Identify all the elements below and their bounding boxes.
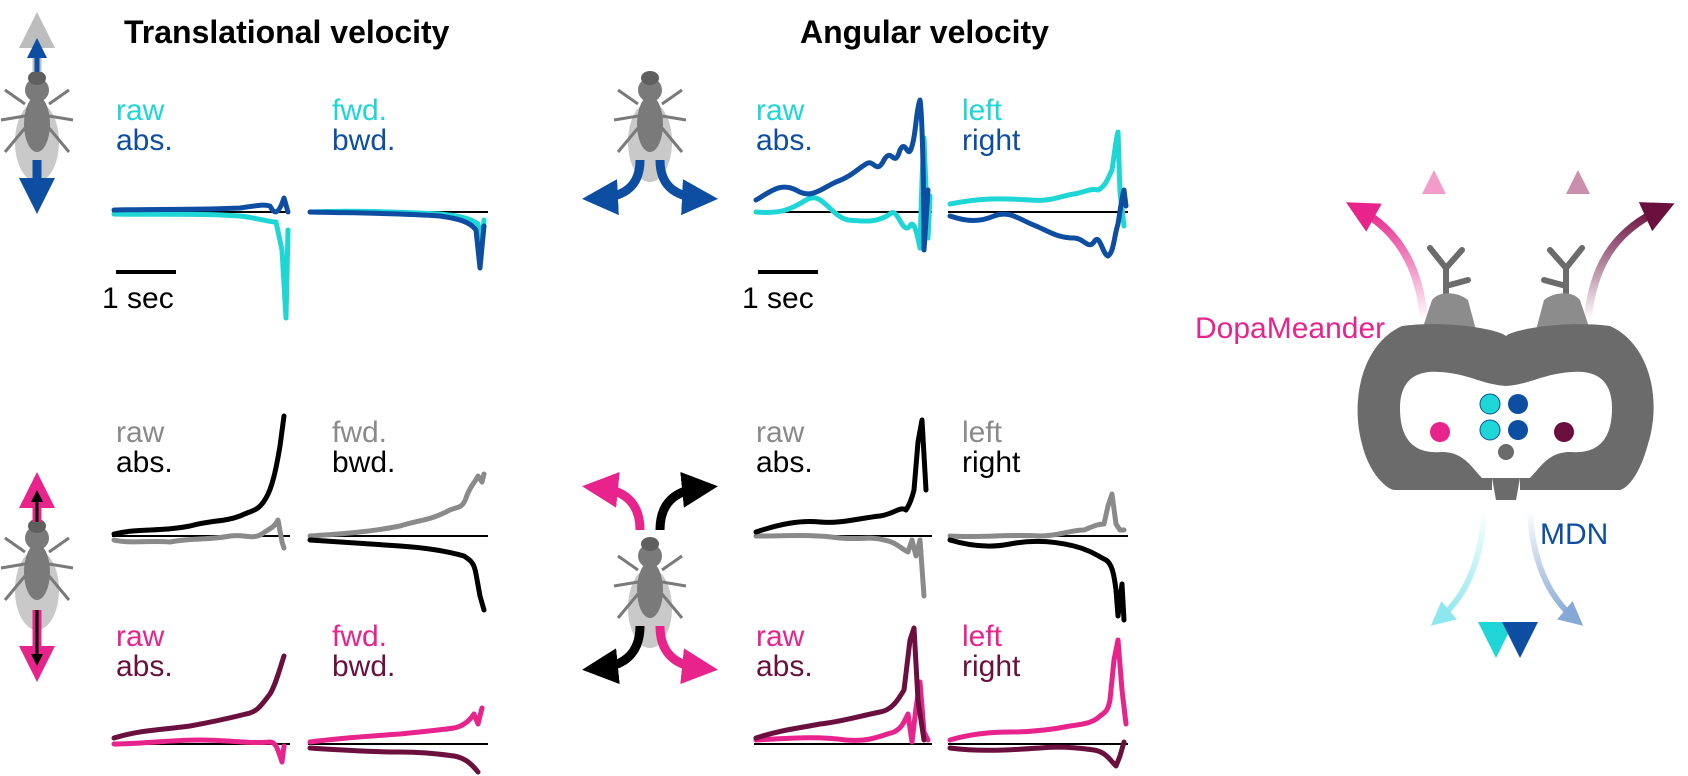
trace-bwd: [307, 537, 487, 613]
trace-right: [947, 739, 1127, 769]
legend-bwd: bwd.: [332, 650, 396, 683]
trace-abs: [753, 625, 927, 743]
brain-diagram-icon: [1345, 170, 1675, 658]
brain-lobe: [1536, 293, 1590, 330]
trace-left: [947, 637, 1129, 743]
brain-center: [1498, 444, 1514, 460]
legend-trans-raw-abs-row3: raw abs.: [116, 622, 173, 682]
legend-raw: raw: [756, 620, 805, 653]
legend-trans-fwd-bwd-row1: fwd. bwd.: [332, 96, 395, 156]
legend-abs: abs.: [116, 650, 173, 683]
trace-raw: [753, 533, 927, 599]
legend-left: left: [962, 620, 1003, 653]
legend-raw: raw: [116, 416, 165, 449]
neuron-dot-icon: [1554, 422, 1574, 442]
legend-fwd: fwd.: [332, 416, 388, 449]
fly-icon: [0, 71, 74, 182]
arrow-icon: [655, 471, 718, 531]
arrow-icon: [582, 625, 645, 685]
traces: [111, 97, 1129, 775]
legend-trans-raw-abs-row1: raw abs.: [116, 96, 173, 156]
legend-left: left: [962, 94, 1003, 127]
fly-icon: [0, 519, 74, 630]
legend-ang-raw-abs-row3: raw abs.: [756, 622, 813, 682]
legend-abs: abs.: [756, 446, 813, 479]
legend-trans-fwd-bwd-row3: fwd. bwd.: [332, 622, 395, 682]
legend-abs: abs.: [756, 124, 813, 157]
neuron-dot-icon: [1479, 419, 1501, 441]
legend-trans-fwd-bwd-row2: fwd. bwd.: [332, 418, 395, 478]
legend-fwd: fwd.: [332, 94, 388, 127]
legend-left: left: [962, 416, 1003, 449]
legend-bwd: bwd.: [332, 446, 396, 479]
legend-trans-raw-abs-row2: raw abs.: [116, 418, 173, 478]
trace-raw: [753, 135, 933, 251]
scale-bar-label-translational: 1 sec: [102, 282, 174, 315]
arrow-icon: [655, 159, 718, 216]
arrow-icon: [582, 471, 645, 531]
trace-right: [947, 537, 1127, 623]
legend-raw: raw: [116, 94, 165, 127]
trace-abs: [111, 653, 287, 741]
neuron-dot-icon: [1479, 393, 1501, 415]
title-angular: Angular velocity: [800, 14, 1049, 50]
legend-abs: abs.: [756, 650, 813, 683]
trace-abs: [753, 417, 929, 535]
trace-abs: [753, 97, 931, 253]
legend-fwd: fwd.: [332, 620, 388, 653]
legend-right: right: [962, 124, 1021, 157]
dopameander-arrow: [1345, 202, 1428, 321]
arrow-icon: [582, 159, 645, 216]
trace-bwd: [307, 209, 487, 271]
neuron-dot-icon: [1508, 420, 1528, 440]
dopameander-arrow: [1584, 202, 1675, 321]
fly-icon: [613, 537, 687, 648]
brain-inner: [1400, 371, 1612, 478]
neuron-dot-icon: [1508, 394, 1528, 414]
legend-ang-raw-abs-row1: raw abs.: [756, 96, 813, 156]
trace-raw: [111, 517, 287, 551]
legend-raw: raw: [756, 94, 805, 127]
mdn-arrow: [1430, 509, 1487, 626]
trace-abs: [111, 195, 291, 215]
legend-ang-left-right-row3: left right: [962, 622, 1020, 682]
legend-abs: abs.: [116, 446, 173, 479]
label-dopameander: DopaMeander: [1195, 312, 1386, 345]
trace-raw: [753, 679, 931, 745]
legend-raw: raw: [756, 416, 805, 449]
trace-fwd: [307, 705, 485, 745]
legend-right: right: [962, 446, 1021, 479]
trace-raw: [111, 211, 291, 321]
legend-ang-left-right-row1: left right: [962, 96, 1020, 156]
legend-right: right: [962, 650, 1021, 683]
neuron-dot-icon: [1430, 422, 1450, 442]
legend-ang-left-right-row2: left right: [962, 418, 1020, 478]
scale-bar-label-angular: 1 sec: [742, 282, 814, 315]
trace-right: [947, 187, 1129, 259]
brain-stem: [1492, 478, 1520, 500]
mdn-arrow: [1527, 509, 1584, 626]
arrow-icon: [655, 625, 718, 685]
label-mdn: MDN: [1540, 518, 1609, 551]
trace-abs: [111, 413, 287, 537]
legend-abs: abs.: [116, 124, 173, 157]
trace-raw: [111, 737, 287, 765]
fly-icon: [613, 71, 687, 182]
title-translational: Translational velocity: [124, 14, 450, 50]
legend-ang-raw-abs-row2: raw abs.: [756, 418, 813, 478]
trace-bwd: [307, 745, 481, 775]
legend-raw: raw: [116, 620, 165, 653]
brain-lobe: [1422, 293, 1476, 330]
trace-fwd: [307, 471, 487, 539]
legend-bwd: bwd.: [332, 124, 396, 157]
trace-left: [947, 491, 1127, 540]
trace-left: [947, 129, 1127, 229]
